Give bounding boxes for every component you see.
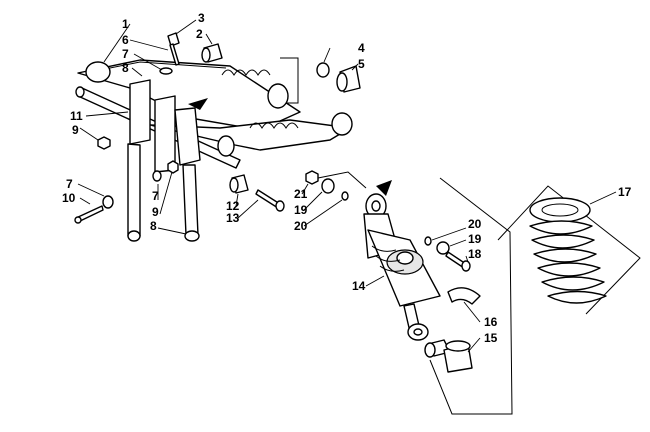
callout-15: 15 xyxy=(484,331,498,345)
group-outline-shock-right xyxy=(429,177,513,415)
bushing-part-2 xyxy=(201,43,223,63)
group-outline-shock xyxy=(317,171,367,189)
callout-7a: 7 xyxy=(122,47,129,61)
group-outline-spring xyxy=(497,185,641,315)
callout-17: 17 xyxy=(618,185,632,199)
oring-part-20a xyxy=(341,191,349,201)
callout-16: 16 xyxy=(484,315,498,329)
callout-6: 6 xyxy=(122,33,129,47)
nut-part-9a xyxy=(97,136,111,150)
callout-9b: 9 xyxy=(152,205,159,219)
callout-18: 18 xyxy=(468,247,482,261)
bushing-part-5 xyxy=(336,65,361,93)
washer-part-4 xyxy=(316,62,330,78)
spring-part-17 xyxy=(529,197,607,304)
nut-part-21 xyxy=(305,170,319,185)
bolt-part-13 xyxy=(255,189,285,212)
callout-11: 11 xyxy=(70,109,83,123)
washer-part-7c xyxy=(152,170,162,182)
nut-part-9b xyxy=(167,160,179,174)
bushing-part-12 xyxy=(229,174,249,194)
callout-21: 21 xyxy=(294,187,308,201)
bushing-part-15 xyxy=(424,339,473,373)
callout-7b: 7 xyxy=(66,177,73,191)
bolt-part-10 xyxy=(74,205,104,224)
callout-9a: 9 xyxy=(72,123,79,137)
callouts: 1 2 3 4 5 6 7 8 9 11 7 10 7 9 8 12 13 21… xyxy=(62,11,632,345)
washer-part-7a xyxy=(159,67,173,75)
callout-10: 10 xyxy=(62,191,76,205)
arrow-indicator xyxy=(188,98,208,110)
washer-part-19b xyxy=(436,241,450,255)
shock-absorber-part-14 xyxy=(363,180,441,341)
washer-part-7b xyxy=(102,195,114,209)
bolt-part-3 xyxy=(167,32,180,66)
callout-20b: 20 xyxy=(468,217,482,231)
callout-4: 4 xyxy=(358,41,365,55)
callout-2: 2 xyxy=(196,27,203,41)
callout-5: 5 xyxy=(358,57,365,71)
callout-14: 14 xyxy=(352,279,366,293)
washer-part-19a xyxy=(321,178,335,194)
callout-13: 13 xyxy=(226,211,240,225)
oring-part-20b xyxy=(424,236,432,246)
callout-19b: 19 xyxy=(468,232,482,246)
callout-12: 12 xyxy=(226,199,240,213)
callout-20a: 20 xyxy=(294,219,308,233)
callout-19a: 19 xyxy=(294,203,308,217)
callout-8a: 8 xyxy=(122,61,129,75)
callout-8b: 8 xyxy=(150,219,157,233)
spring-retainer-part-16 xyxy=(447,287,481,305)
callout-7c: 7 xyxy=(152,189,159,203)
bolt-part-18 xyxy=(445,251,471,272)
callout-3: 3 xyxy=(198,11,205,25)
rocker-arm-assembly xyxy=(75,59,353,242)
callout-1: 1 xyxy=(122,17,129,31)
leader-lines xyxy=(77,19,617,353)
